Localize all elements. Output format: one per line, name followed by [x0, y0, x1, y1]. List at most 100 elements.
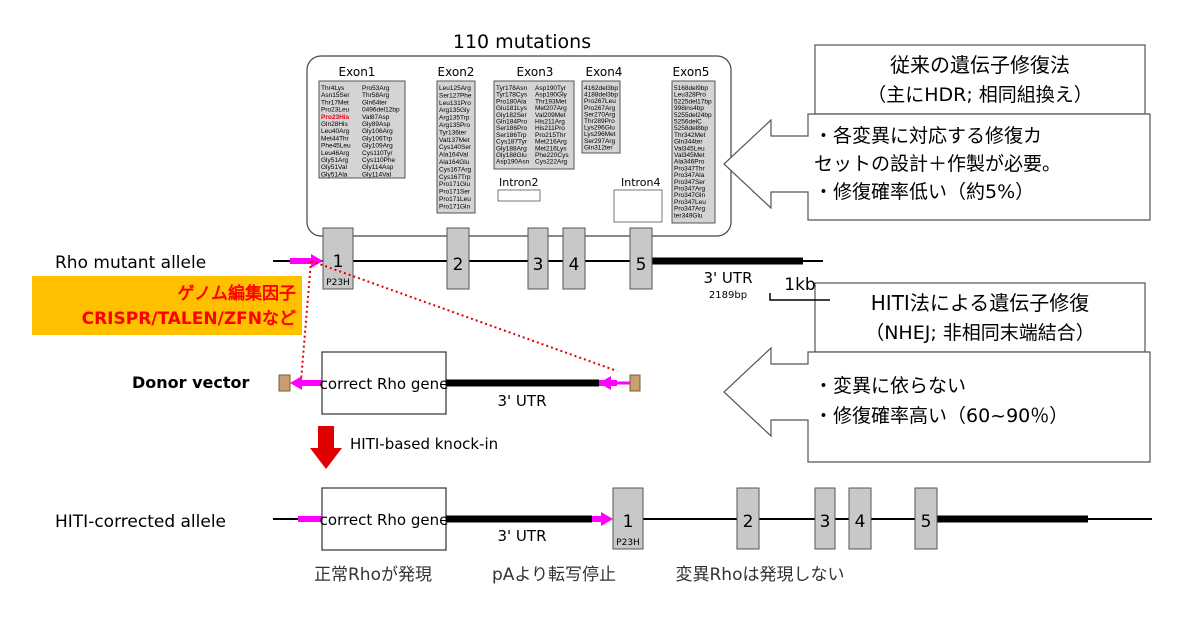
exon5-mutation-box — [671, 80, 716, 224]
hiti-callout — [723, 346, 1151, 463]
mutation-exon3-a-11: Asp190Asn — [496, 159, 530, 166]
mutation-exon3-a-5: Gln184Pro — [496, 119, 527, 126]
mutation-exon5-16: Pro347Gln — [674, 192, 705, 199]
mutation-exon1-a-11: Gly51Val — [321, 164, 347, 171]
mutation-exon4-7: Lys296Met — [584, 131, 616, 138]
conventional-title: 従来の遺伝子修復法 — [890, 53, 1070, 77]
mutation-exon1-b-1: Thr58Arg — [362, 92, 389, 99]
exon1-mutation-box — [318, 80, 406, 179]
mutant-exon-3-label: 3 — [533, 255, 544, 275]
mutation-exon1-b-10: Cys110Phe — [362, 157, 396, 164]
mutation-exon1-b-6: Gly106Arg — [362, 128, 393, 135]
mutation-exon4-0: 4162del3bp — [584, 85, 618, 92]
corrected-exon-2-label: 2 — [743, 512, 754, 532]
mutation-exon5-7: Thr342Met — [674, 132, 706, 139]
mutant-exon-5 — [629, 227, 653, 290]
mutation-exon2-10: Ala164Glu — [439, 159, 470, 166]
mutation-exon3-a-7: Ser186Trp — [496, 132, 527, 139]
mutation-exon2-3: Arg135Gly — [439, 107, 470, 114]
mutation-exon3-b-9: Met216Lys — [535, 145, 567, 152]
mutant-utr-label: 3' UTR — [704, 269, 753, 287]
mutation-exon2-9: Ala164Val — [439, 152, 469, 159]
mutation-exon5-5: 5256delC — [674, 119, 702, 126]
mutation-exon1-b-8: Gly109Arg — [362, 143, 393, 150]
intron2-box — [497, 189, 541, 202]
knockin-arrow — [310, 426, 342, 469]
mutation-exon1-a-0: Thr4Lys — [321, 85, 345, 92]
mutation-exon2-16: Pro171Gln — [439, 203, 470, 210]
hiti-title: HITI法による遺伝子修復 — [871, 291, 1089, 315]
mutation-exon3-a-1: Tyr178Cys — [496, 92, 528, 99]
mutation-exon3-b-5: His211Arg — [535, 119, 565, 126]
mutation-exon2-14: Pro171Ser — [439, 189, 471, 196]
corrected-exon-3-label: 3 — [820, 512, 831, 532]
genome-editor-line1: ゲノム編集因子 — [178, 283, 297, 304]
mutation-exon3-b-11: Cys222Arg — [535, 159, 568, 166]
mutation-exon5-12: Pro347Thr — [674, 165, 706, 172]
mutation-exon1-b-0: Pro53Arg — [362, 85, 390, 92]
mutant-guide-arrowhead — [311, 254, 323, 268]
mutation-exon1-b-5: Gly89Asp — [362, 121, 391, 128]
mutation-exon5-19: ter349Glu — [674, 212, 703, 219]
mutation-exon1-a-1: Asn15Ser — [321, 92, 350, 99]
corrected-p23h-label: P23H — [616, 538, 640, 548]
exon2-mutation-box — [436, 80, 476, 214]
mutation-exon5-6: 5258del8bp — [674, 125, 708, 132]
mutation-exon2-15: Pro171Leu — [439, 196, 471, 203]
exon3-header: Exon3 — [517, 65, 554, 79]
mutation-exon1-a-9: Leu46Arg — [321, 150, 350, 157]
mutation-exon3-b-4: Val209Met — [535, 112, 566, 119]
donor-gene-box — [321, 351, 447, 415]
mutation-exon2-6: Tyr136ter — [439, 129, 467, 136]
mutations-title: 110 mutations — [453, 31, 591, 53]
corrected-gene-box — [321, 487, 447, 551]
exon4-header: Exon4 — [586, 65, 623, 79]
mutation-exon5-11: Ala346Pro — [674, 159, 705, 166]
mutation-exon3-a-8: Cys187Tyr — [496, 139, 528, 146]
mutation-exon4-3: Pro267Arg — [584, 105, 615, 112]
corrected-utr-label: 3' UTR — [498, 527, 547, 545]
exon5-header: Exon5 — [673, 65, 710, 79]
mutation-exon1-a-10: Gly51Arg — [321, 157, 348, 164]
conventional-title-box — [814, 44, 1146, 115]
mutation-exon4-9: Gln312ter — [584, 144, 613, 151]
mutation-exon5-8: Gln344ter — [674, 139, 703, 146]
exon3-mutation-box — [493, 80, 575, 170]
mutation-exon5-2: 5225del17bp — [674, 98, 712, 105]
mutation-exon4-6: Lys296Glu — [584, 125, 615, 132]
mutation-exon5-9: Val345Leu — [674, 145, 705, 152]
mutant-utr-size: 2189bp — [709, 290, 747, 301]
mutant-exon-2-label: 2 — [453, 255, 464, 275]
mutant-exon-2 — [446, 227, 470, 290]
intron2-label: Intron2 — [499, 176, 539, 189]
mutation-exon3-b-2: Thr193Met — [535, 98, 567, 105]
mutation-exon2-5: Arg135Pro — [439, 122, 470, 129]
mutation-exon5-14: Pro347Ser — [674, 179, 706, 186]
hiti-line1: ・変異に依らない — [814, 375, 966, 397]
mutation-exon1-a-7: Met44Thr — [321, 135, 350, 142]
corrected-exon-1-label: 1 — [623, 512, 634, 532]
mutation-exon3-a-10: Gly188Glu — [496, 152, 527, 159]
mutation-exon3-a-2: Pro180Ala — [496, 98, 527, 105]
mutation-exon3-a-6: Ser186Pro — [496, 125, 527, 132]
mutant-exon-1 — [322, 227, 354, 290]
mutation-exon2-7: Val137Met — [439, 137, 470, 144]
mutant-exon-4 — [562, 227, 586, 290]
intron4-label: Intron4 — [621, 176, 661, 189]
mutation-exon2-0: Leu125Arg — [439, 85, 471, 92]
mutant-exon-3 — [527, 227, 549, 290]
mutation-exon1-a-8: Phe45Leu — [321, 143, 351, 150]
mutant-allele-label: Rho mutant allele — [55, 253, 206, 273]
corrected-gene-label: correct Rho gene — [320, 511, 449, 529]
cut-line-left — [300, 260, 312, 382]
mutation-exon3-b-1: Asp190Gly — [535, 92, 568, 99]
donor-utr-label: 3' UTR — [498, 392, 547, 410]
corrected-exon-1 — [612, 487, 644, 550]
mutation-exon4-1: 4188del3bp — [584, 92, 618, 99]
cut-line-right — [310, 260, 618, 372]
mutation-exon5-15: Pro347Arg — [674, 186, 705, 193]
corrected-allele-label: HITI-corrected allele — [55, 512, 226, 532]
hiti-line2: ・修復確率高い（60~90％） — [814, 405, 1068, 427]
mutation-exon5-17: Pro347Leu — [674, 199, 706, 206]
donor-end-left — [278, 374, 291, 392]
